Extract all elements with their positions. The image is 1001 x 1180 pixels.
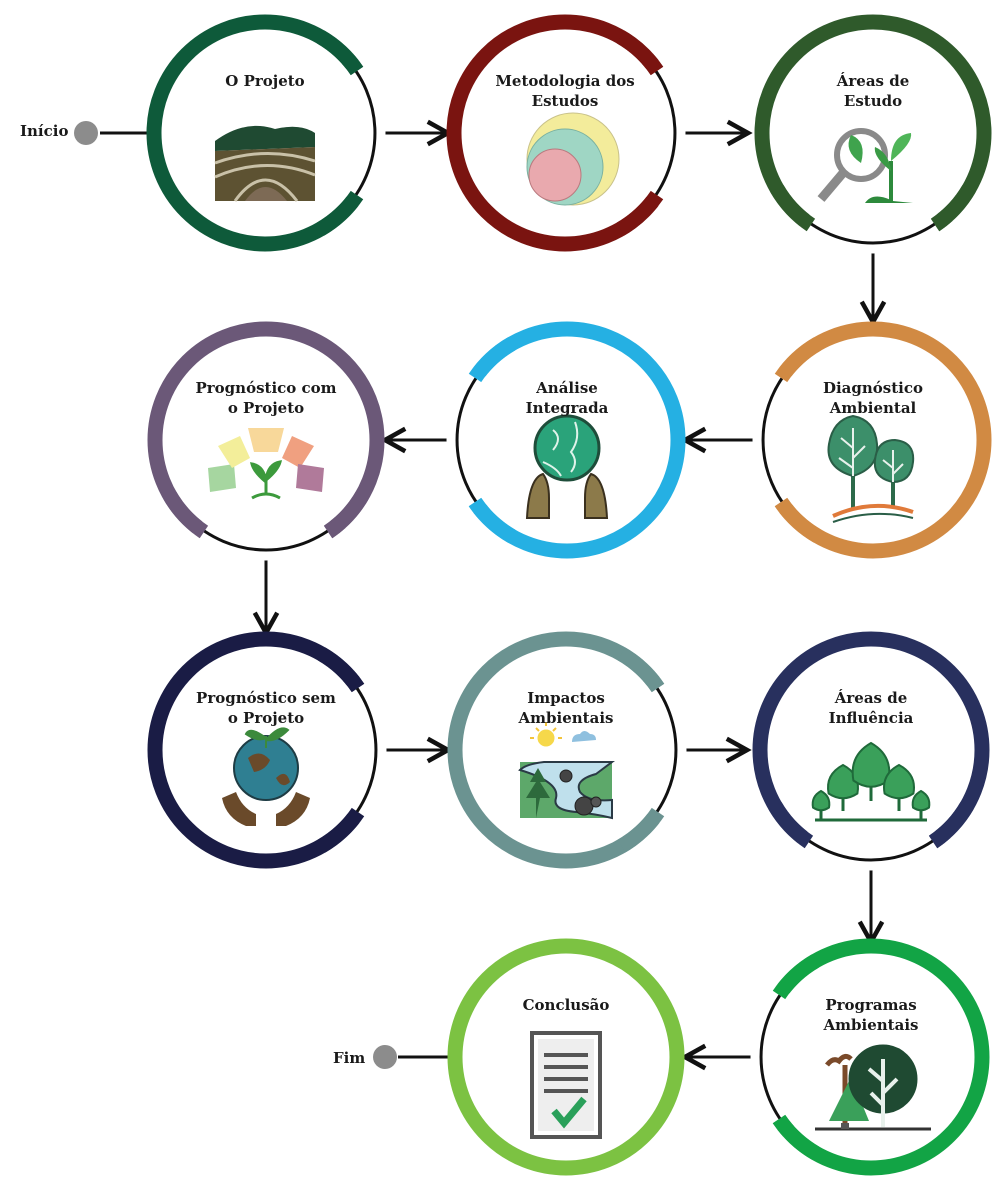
node-title: Áreas de Influência (828, 689, 914, 727)
ring-segment (616, 30, 664, 76)
ring-segment (317, 647, 365, 693)
hands-earth-icon (222, 727, 310, 826)
node-title: O Projeto (225, 72, 305, 90)
forest-icon (811, 741, 931, 822)
ring-bracket (643, 55, 677, 211)
start-terminal-dot (74, 121, 98, 145)
hands-globe-icon (525, 414, 609, 519)
checklist-icon (530, 1031, 602, 1139)
ring-segment (772, 1114, 820, 1160)
node-title: Prognóstico com o Projeto (195, 379, 337, 417)
ring-bracket (343, 55, 377, 211)
gauge-sprout-icon (208, 428, 324, 500)
ring-segment (768, 801, 814, 849)
ring-bracket (455, 362, 489, 518)
ring-segment (616, 190, 664, 236)
ring-bracket (795, 211, 951, 245)
ring-bracket (344, 672, 378, 828)
ring-bracket (644, 672, 678, 828)
end-terminal-dot (373, 1045, 397, 1069)
nested-circles-icon (526, 112, 620, 206)
ring-segment (617, 807, 665, 853)
node-title: Conclusão (522, 996, 610, 1014)
node-title: Prognóstico sem o Projeto (196, 689, 336, 727)
ring-segment (774, 497, 822, 543)
ring-bracket (188, 518, 344, 552)
node-prog-sem (147, 631, 387, 869)
node-impactos (447, 631, 687, 869)
tree-factory-icon (815, 1044, 931, 1131)
ring-bracket (761, 362, 795, 518)
ring-segment (772, 954, 820, 1000)
ring-segment (770, 184, 816, 232)
node-title: Programas Ambientais (823, 996, 919, 1034)
ring-segment (928, 801, 974, 849)
node-title: Diagnóstico Ambiental (822, 379, 924, 417)
ring-segment (163, 491, 209, 539)
ring-segment (468, 337, 516, 383)
ring-segment (316, 190, 364, 236)
ring-segment (323, 491, 369, 539)
ring-segment (317, 807, 365, 853)
magnifier-sprout-icon (817, 128, 913, 203)
landscape-icon (518, 722, 615, 820)
ring-segment (617, 647, 665, 693)
soil-layers-icon (214, 125, 316, 202)
node-title: Impactos Ambientais (518, 689, 614, 727)
node-title: Metodologia dos Estudos (495, 72, 635, 110)
trees-icon (827, 414, 915, 523)
ring-segment (930, 184, 976, 232)
ring-segment (468, 497, 516, 543)
node-title: Análise Integrada (525, 379, 609, 417)
end-label: Fim (333, 1049, 366, 1067)
ring-bracket (793, 828, 949, 862)
node-title: Áreas de Estudo (836, 72, 910, 110)
ring-segment (774, 337, 822, 383)
start-label: Início (20, 122, 69, 140)
ring-segment (316, 30, 364, 76)
ring-bracket (759, 979, 793, 1135)
